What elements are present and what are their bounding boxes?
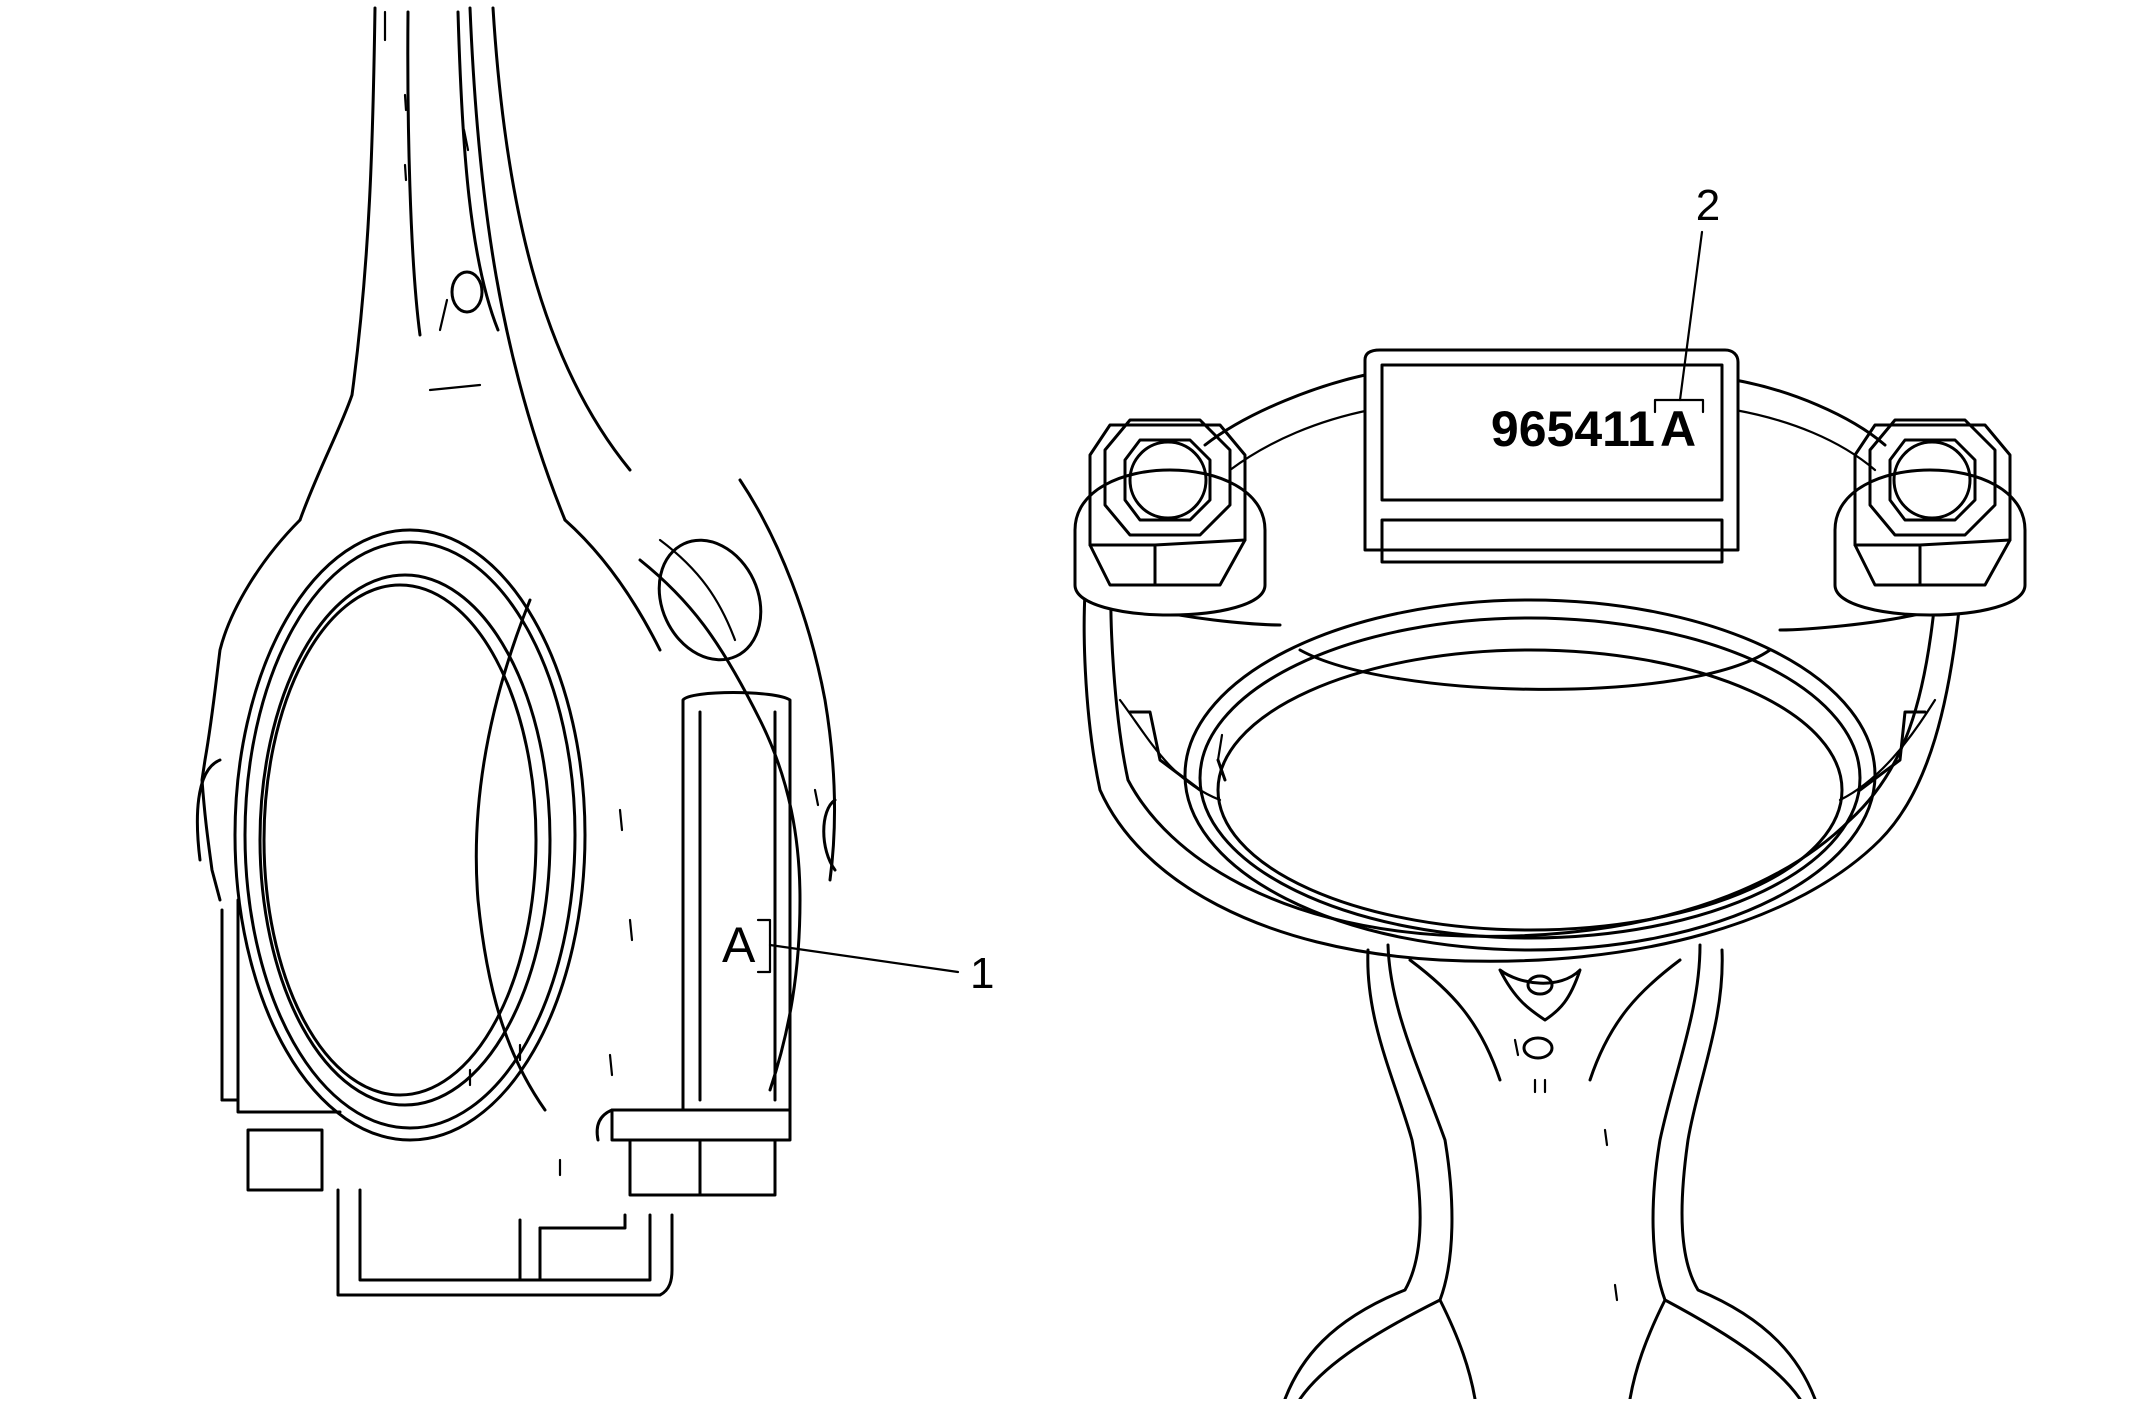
left-stamp-letter: A	[722, 917, 756, 973]
left-cap-bolt	[1073, 418, 1267, 617]
right-stamp-code: 965411	[1491, 401, 1655, 457]
right-stamp-mark: 965411 A 2	[1491, 181, 1720, 457]
left-stamp-mark: A 1	[722, 917, 994, 998]
left-leader-line	[768, 943, 960, 974]
right-stamp-letter: A	[1660, 401, 1696, 457]
right-connecting-rod-cap-view	[1073, 348, 2027, 1401]
callout-1: 1	[970, 949, 994, 998]
right-leader-line	[1678, 230, 1704, 402]
left-connecting-rod-side-view	[195, 6, 837, 1297]
callout-2: 2	[1696, 181, 1720, 230]
left-stamp-bracket	[756, 918, 772, 974]
right-cap-bolt	[1833, 418, 2027, 617]
